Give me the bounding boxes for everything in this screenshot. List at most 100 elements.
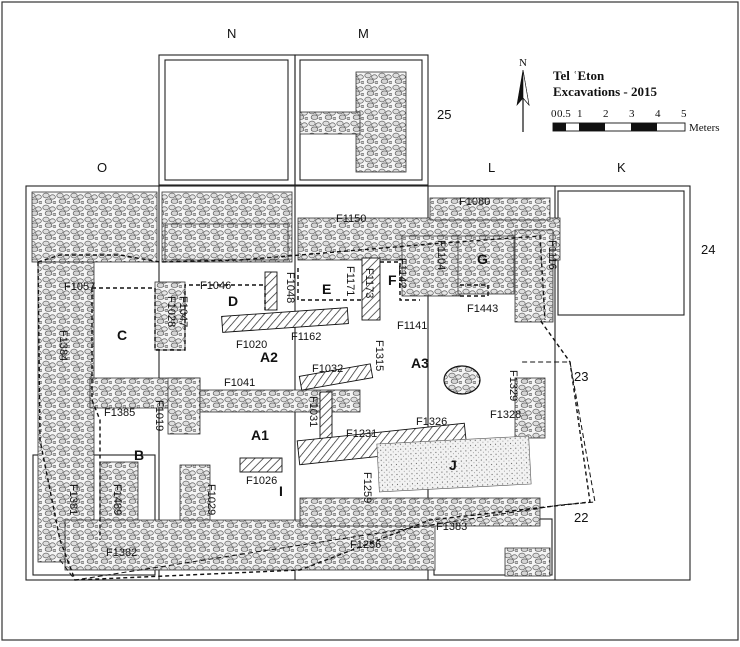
wall-f1047 — [154, 281, 186, 351]
scale-bar: 0 0.5 1 2 3 4 5 Meters — [551, 108, 720, 134]
grid-row-24: 24 — [701, 242, 715, 257]
feature-label: F1026 — [246, 475, 277, 487]
grid-outer-24 — [25, 185, 691, 581]
room-label-a1: A1 — [251, 427, 269, 443]
feature-label: F1141 — [397, 320, 427, 332]
grid-row-22: 22 — [574, 510, 588, 525]
feature-label: F1326 — [416, 416, 447, 428]
feature-label: F1173 — [363, 268, 375, 298]
wall-f1032 — [298, 363, 374, 391]
feature-label: F1150 — [336, 213, 366, 225]
feature-label: F1256 — [350, 539, 381, 551]
feature-label: F1171 — [344, 266, 356, 296]
grid-col-k: K — [617, 160, 626, 175]
room-labels: A2 A3 A1 B C D E F G I J — [117, 251, 488, 499]
grid-square-m25 — [294, 54, 429, 186]
feature-label: F1489 — [111, 484, 123, 515]
grid-row-23: 23 — [574, 369, 588, 384]
floor-j — [376, 435, 532, 493]
wall-f1041 — [199, 389, 361, 413]
feature-label: F1041 — [224, 377, 255, 389]
wall-f1173 — [361, 257, 381, 321]
room-label-j: J — [449, 457, 457, 473]
feature-label: F1315 — [373, 340, 385, 371]
scale-tick-1: 1 — [577, 108, 583, 120]
scale-tick-0: 0 — [551, 108, 557, 120]
room-label-g: G — [477, 251, 488, 267]
room-label-a2: A2 — [260, 349, 278, 365]
wall-f1048 — [264, 271, 278, 311]
grid-col-l: L — [488, 160, 495, 175]
scale-tick-3: 3 — [629, 108, 635, 120]
north-label: N — [519, 57, 527, 69]
wall-f1080 — [429, 197, 551, 221]
feature-label: F1048 — [284, 272, 296, 303]
feature-label: F1443 — [467, 303, 498, 315]
feature-label: F1080 — [459, 196, 490, 208]
wall-f1116 — [514, 229, 554, 323]
feature-label: F1383 — [436, 521, 467, 533]
room-label-f: F — [388, 272, 397, 288]
stone-walls — [31, 71, 561, 577]
feature-label: F1029 — [205, 484, 217, 515]
feature-label: F1382 — [106, 547, 137, 559]
map-subtitle: Excavations - 2015 — [553, 84, 658, 99]
feature-label: F1329 — [507, 370, 519, 401]
wall-f1256 — [64, 519, 436, 571]
feature-label: F1031 — [307, 396, 319, 427]
wall-m25 — [355, 71, 407, 173]
grid-col-m: M — [358, 26, 369, 41]
north-arrow-icon: N — [516, 57, 530, 132]
feature-label: F1032 — [312, 363, 343, 375]
wall-f1329 — [514, 377, 546, 439]
wall-f1104 — [401, 235, 461, 297]
trench-outlines — [37, 235, 596, 581]
grid-col-o: O — [97, 160, 107, 175]
room-label-c: C — [117, 327, 127, 343]
room-label-i: I — [279, 483, 283, 499]
grid-labels: N M O L K 25 24 23 22 — [97, 26, 715, 525]
feature-label: F1381 — [67, 484, 79, 515]
wall-f1020 — [221, 307, 349, 333]
room-label-e: E — [322, 281, 331, 297]
wall-f1384 — [37, 261, 95, 563]
feature-labels: F1057 F1046 F1047 F1028 F1048 F1150 F117… — [57, 196, 558, 559]
feature-label: F1384 — [57, 330, 69, 361]
feature-label: F1046 — [200, 280, 231, 292]
feature-label: F1328 — [490, 409, 521, 421]
room-label-b: B — [134, 447, 144, 463]
grid-col-n: N — [227, 26, 236, 41]
scale-tick-05: 0.5 — [557, 108, 571, 120]
wall-f1057 — [31, 191, 158, 263]
wall-f1019 — [167, 377, 201, 435]
feature-label: F1116 — [546, 240, 558, 270]
feature-label: F1019 — [153, 400, 165, 431]
feature-label: F1028 — [165, 296, 177, 327]
scale-tick-5: 5 — [681, 108, 687, 120]
feature-label: F1231 — [346, 428, 377, 440]
feature-label: F1047 — [177, 296, 189, 327]
feature-label: F1020 — [236, 339, 267, 351]
wall-f1026 — [239, 457, 283, 473]
feature-label: F1104 — [435, 240, 447, 270]
room-label-a3: A3 — [411, 355, 429, 371]
grid-square-n25 — [158, 54, 296, 186]
room-label-d: D — [228, 293, 238, 309]
scale-tick-2: 2 — [603, 108, 609, 120]
wall-g — [457, 235, 515, 295]
feature-label: F1385 — [104, 407, 135, 419]
map-title: Tel ʿEton — [553, 68, 605, 83]
wall-f1029 — [179, 464, 211, 528]
scale-unit: Meters — [689, 122, 720, 134]
feature-label: F1259 — [361, 472, 373, 503]
feature-label: F1162 — [291, 331, 321, 343]
grid-square-k24 — [557, 190, 685, 316]
feature-label: F1142 — [396, 258, 408, 288]
grid-row-25: 25 — [437, 107, 451, 122]
feature-label: F1057 — [64, 281, 95, 293]
scale-tick-4: 4 — [655, 108, 661, 120]
installation-round — [443, 365, 481, 395]
